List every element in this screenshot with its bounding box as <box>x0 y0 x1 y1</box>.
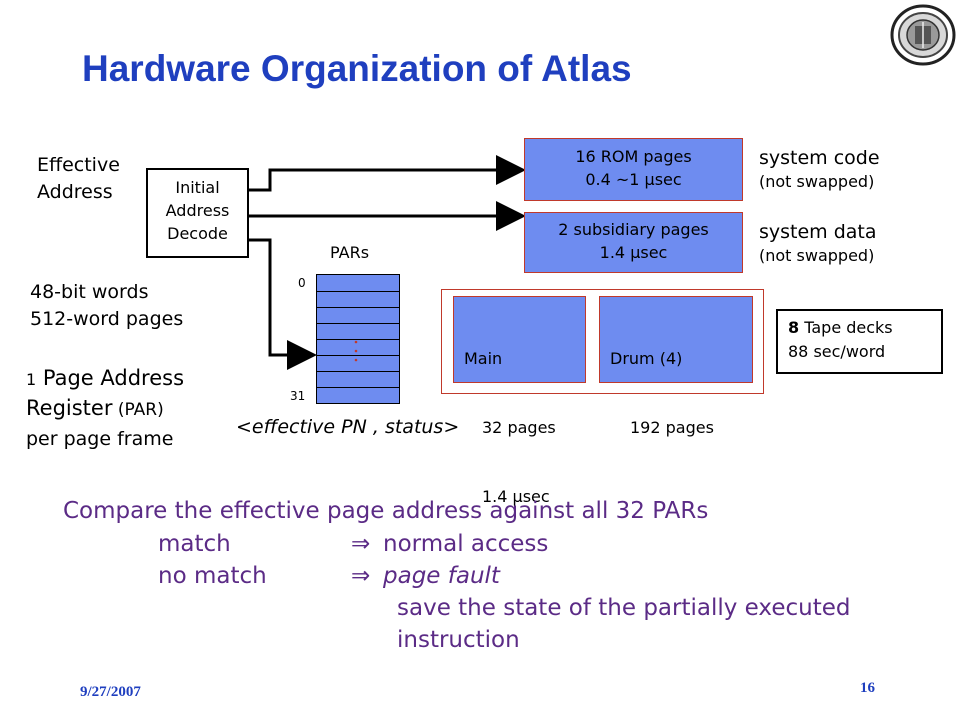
tape-decks-box: 8 Tape decks 88 sec/word <box>776 309 943 374</box>
par-info: 1 Page Address Register (PAR) per page f… <box>26 366 185 450</box>
footer-page-number: 16 <box>860 680 875 696</box>
main-memory-box: Main 32 pages 1.4 μsec <box>453 296 586 506</box>
no-match-arrow: ⇒ <box>351 563 371 589</box>
par-row-divider <box>317 339 399 340</box>
par-register-stack <box>316 274 400 404</box>
subsidiary-pages-box: 2 subsidiary pages 1.4 μsec <box>524 212 743 273</box>
par-row-divider <box>317 307 399 308</box>
university-seal-logo <box>890 4 956 66</box>
par-index-top: 0 <box>298 276 306 290</box>
match-result: normal access <box>383 531 549 557</box>
par-row-divider <box>317 355 399 356</box>
no-match-label: no match <box>158 563 267 589</box>
drum-box: Drum (4) 192 pages <box>599 296 753 437</box>
page-title: Hardware Organization of Atlas <box>82 48 632 89</box>
par-index-bottom: 31 <box>290 389 306 403</box>
par-row-divider <box>317 387 399 388</box>
par-row-divider <box>317 371 399 372</box>
system-data-label: system data (not swapped) <box>759 221 877 265</box>
pars-label: PARs <box>330 243 370 262</box>
par-entry-format: <effective PN , status> <box>236 416 460 438</box>
par-ellipsis <box>354 340 358 362</box>
match-arrow: ⇒ <box>351 531 371 557</box>
no-match-result: page fault <box>383 563 500 589</box>
par-row-divider <box>317 323 399 324</box>
memory-frame <box>441 289 764 394</box>
rom-pages-box: 16 ROM pages 0.4 ~1 μsec <box>524 138 743 201</box>
match-label: match <box>158 531 231 557</box>
word-info: 48-bit words 512-word pages <box>30 281 184 330</box>
initial-address-decode-box: Initial Address Decode <box>146 168 249 258</box>
save-state-line1: save the state of the partially executed <box>397 595 851 621</box>
effective-address-label: Effective Address <box>37 154 120 203</box>
footer-date: 9/27/2007 <box>80 684 141 700</box>
compare-statement: Compare the effective page address again… <box>63 498 709 524</box>
par-row-divider <box>317 291 399 292</box>
system-code-label: system code (not swapped) <box>759 147 880 191</box>
save-state-line2: instruction <box>397 627 520 653</box>
